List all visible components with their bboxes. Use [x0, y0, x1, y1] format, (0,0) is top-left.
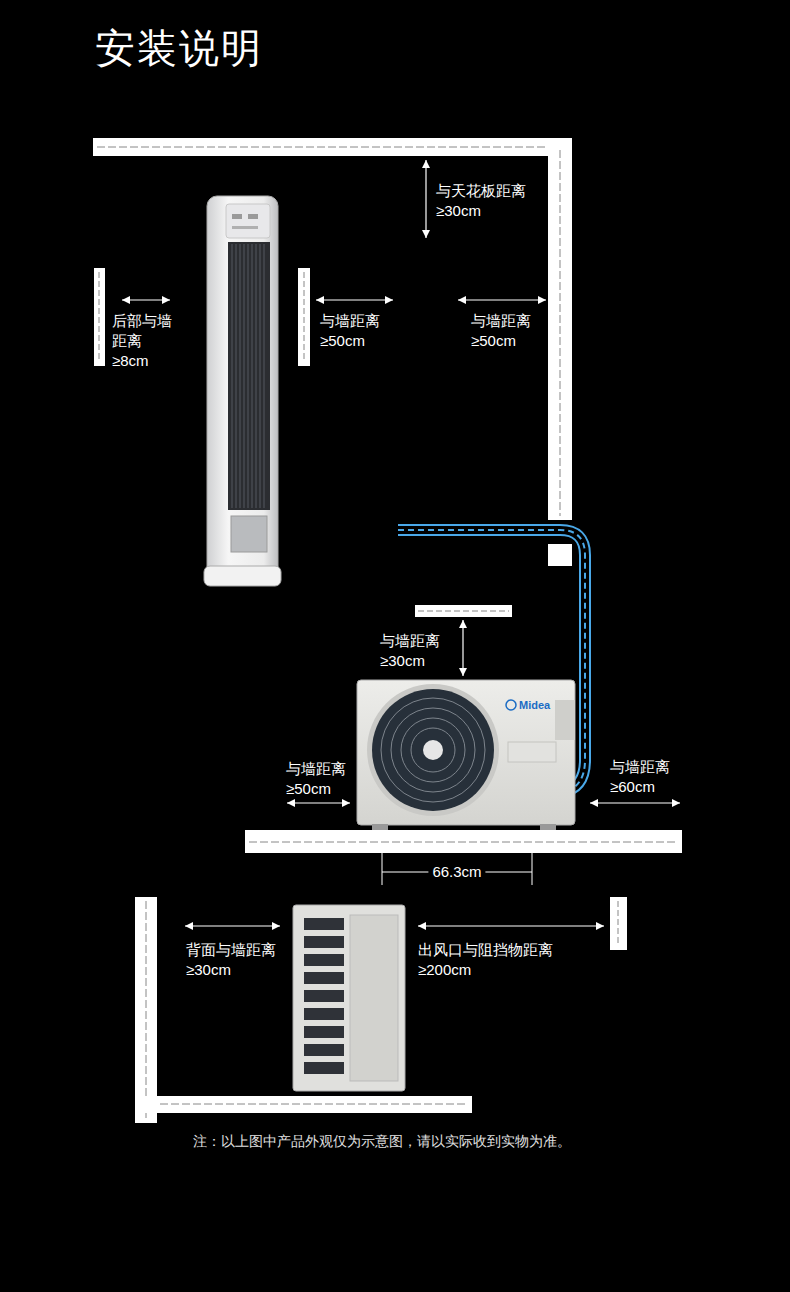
- illustration-part: [304, 918, 344, 930]
- side-view: [135, 897, 627, 1123]
- wall-segment: [415, 605, 512, 617]
- clearance-label: 与墙距离 ≥60cm: [610, 757, 670, 797]
- floor-slab: [135, 1096, 472, 1113]
- wall-segment: [298, 268, 310, 366]
- illustration-part: [256, 244, 257, 508]
- clearance-arrow: [425, 160, 426, 238]
- obstacle: [610, 897, 627, 950]
- clearance-arrow: [185, 925, 280, 926]
- outdoor-slats: [304, 918, 344, 1074]
- illustration-part: [304, 954, 344, 966]
- clearance-arrow: [122, 299, 170, 300]
- wall-segment: [94, 268, 105, 366]
- fan-hub: [423, 740, 443, 760]
- wall-hatch: [304, 272, 305, 362]
- illustration-part: [252, 244, 253, 508]
- display-digit: [248, 214, 258, 219]
- clearance-arrow: [418, 925, 604, 926]
- clearance-label: 与墙距离 ≥50cm: [320, 311, 380, 351]
- clearance-arrow: [462, 620, 463, 676]
- illustration-part: [304, 990, 344, 1002]
- outdoor-plate: [508, 742, 556, 762]
- clearance-label: 背面与墙距离 ≥30cm: [186, 940, 276, 980]
- illustration-part: [304, 972, 344, 984]
- clearance-label: 后部与墙 距离≥8cm: [112, 311, 172, 371]
- illustration-part: [304, 1026, 344, 1038]
- logo-mark: [506, 700, 516, 710]
- ceiling-wall: [93, 138, 572, 156]
- room-walls: [93, 138, 572, 566]
- outdoor-foot: [540, 824, 556, 830]
- clearance-arrow: [287, 802, 350, 803]
- illustration-part: [240, 244, 241, 508]
- wall-hatch: [146, 901, 147, 1119]
- fan-rings: [381, 698, 485, 802]
- outdoor-valve-cover: [555, 700, 575, 740]
- clearance-arrow: [590, 802, 680, 803]
- illustration-part: [382, 853, 383, 885]
- indoor-grille: [228, 242, 270, 510]
- illustration-part: [304, 1062, 344, 1074]
- indoor-body: [207, 196, 278, 578]
- wall-hatch: [160, 1104, 468, 1105]
- indoor-display: [226, 204, 270, 238]
- illustration-part: [244, 244, 245, 508]
- indoor-panel: [231, 516, 267, 552]
- illustration-part: [381, 698, 485, 802]
- wall-hatch: [418, 611, 509, 612]
- illustration-part: [304, 936, 344, 948]
- fan-guard: [372, 689, 494, 811]
- grille-lines: [232, 244, 264, 508]
- wall-hatch: [249, 842, 678, 843]
- clearance-label: 与墙距离 ≥50cm: [471, 311, 531, 351]
- illustration-part: [232, 244, 233, 508]
- illustration-part: [304, 1044, 344, 1056]
- illustration-part: [304, 1008, 344, 1020]
- illustration-part: [391, 708, 475, 792]
- dimension-label: 66.3cm: [428, 862, 485, 882]
- display-digit: [232, 214, 242, 219]
- illustration-part: [411, 728, 455, 772]
- clearance-label: 与墙距离 ≥50cm: [286, 759, 346, 799]
- wall-hatch: [99, 272, 100, 362]
- clearance-arrows: [122, 160, 680, 926]
- illustration-part: [532, 853, 533, 885]
- illustration-part: [264, 244, 265, 508]
- brand-logo: Midea: [519, 699, 550, 711]
- side-wall: [548, 138, 572, 520]
- outdoor-unit: [357, 680, 575, 830]
- illustration-part: [248, 244, 249, 508]
- clearance-arrow: [458, 299, 546, 300]
- illustration-part: [401, 718, 465, 782]
- indoor-unit: [204, 196, 281, 586]
- wall-hatch: [560, 150, 561, 516]
- clearance-label: 与天花板距离 ≥30cm: [436, 181, 526, 221]
- clearance-arrow: [316, 299, 393, 300]
- clearance-label: 与墙距离 ≥30cm: [380, 631, 440, 671]
- outdoor-foot: [372, 824, 388, 830]
- page-title: 安装说明: [95, 24, 263, 72]
- outdoor-side-panel: [350, 915, 398, 1081]
- outdoor-side: [293, 905, 405, 1091]
- dimension-line: [382, 853, 532, 885]
- clearance-label: 出风口与阻挡物距离 ≥200cm: [418, 940, 553, 980]
- indoor-base: [204, 566, 281, 586]
- wall-segment: [135, 897, 157, 1123]
- wall-hatch: [618, 901, 619, 946]
- fan-rim: [367, 684, 499, 816]
- caption-note: 注：以上图中产品外观仅为示意图，请以实际收到实物为准。: [193, 1132, 571, 1150]
- side-wall: [548, 544, 572, 566]
- illustration-part: [236, 244, 237, 508]
- wall-hatch: [97, 147, 568, 148]
- display-digit: [232, 226, 258, 229]
- illustration-part: [260, 244, 261, 508]
- outdoor-body: [357, 680, 575, 825]
- floor-slab: [245, 830, 682, 853]
